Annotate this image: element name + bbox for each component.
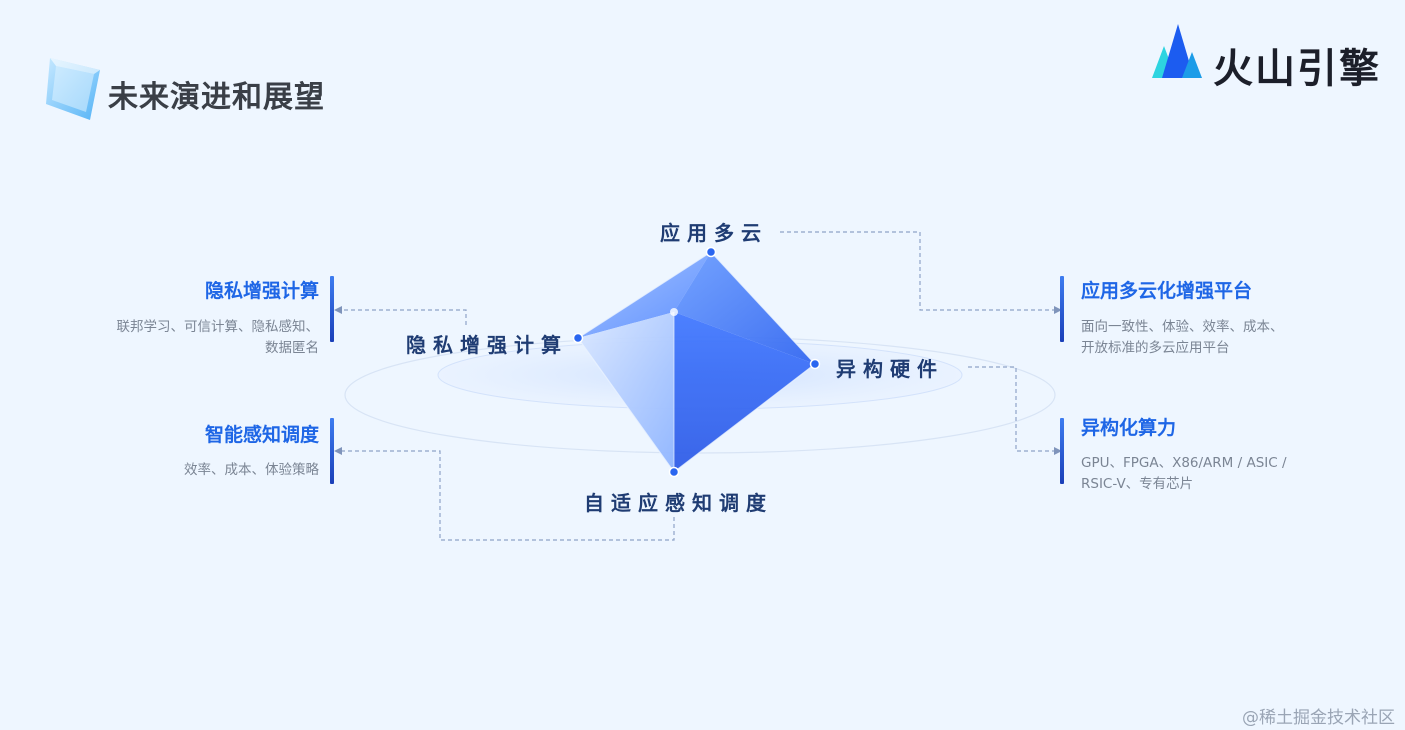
- vertex-dot-left: [572, 332, 584, 344]
- side-card-title: 异构化算力: [1081, 417, 1177, 439]
- side-card-title: 智能感知调度: [204, 424, 319, 446]
- volcano-engine-logo-icon: [1152, 24, 1202, 78]
- side-card-heterogeneous: 异构化算力 GPU、FPGA、X86/ARM / ASIC / RSIC-V、专…: [1081, 413, 1291, 495]
- watermark: @稀土掘金技术社区: [1242, 708, 1395, 728]
- side-card-bar: [1060, 418, 1064, 484]
- side-card-title: 应用多云化增强平台: [1081, 280, 1253, 302]
- connector-bottom-left: [338, 450, 675, 541]
- node-label-left: 隐私增强计算: [406, 333, 568, 357]
- page-title: 未来演进和展望: [108, 80, 325, 115]
- vertex-dot-right: [809, 358, 821, 370]
- logo-text: 火山引擎: [1213, 46, 1381, 92]
- side-card-desc: 效率、成本、体验策略: [184, 462, 319, 478]
- vertex-dot-top: [705, 246, 717, 258]
- side-card-multicloud: 应用多云化增强平台 面向一致性、体验、效率、成本、开放标准的多云应用平台: [1081, 276, 1296, 359]
- side-card-bar: [330, 276, 334, 342]
- side-card-desc: 联邦学习、可信计算、隐私感知、数据匿名: [116, 319, 320, 356]
- vertex-dot-bottom: [668, 466, 680, 478]
- side-card-desc: 面向一致性、体验、效率、成本、开放标准的多云应用平台: [1081, 319, 1284, 356]
- section-glass-icon: [46, 58, 100, 120]
- side-card-title: 隐私增强计算: [204, 280, 319, 302]
- connector-right-right: [968, 366, 1058, 452]
- side-card-desc: GPU、FPGA、X86/ARM / ASIC / RSIC-V、专有芯片: [1081, 455, 1287, 492]
- node-label-bottom: 自适应感知调度: [584, 491, 773, 515]
- connector-left-left: [338, 309, 467, 325]
- node-label-top: 应用多云: [660, 221, 768, 245]
- side-card-bar: [1060, 276, 1064, 342]
- side-card-scheduling: 智能感知调度 效率、成本、体验策略: [100, 420, 319, 481]
- node-label-right: 异构硬件: [836, 357, 944, 381]
- side-card-privacy: 隐私增强计算 联邦学习、可信计算、隐私感知、数据匿名: [100, 276, 320, 359]
- side-card-bar: [330, 418, 334, 484]
- connector-top-right: [780, 231, 1058, 311]
- crystal-shape: [577, 251, 816, 473]
